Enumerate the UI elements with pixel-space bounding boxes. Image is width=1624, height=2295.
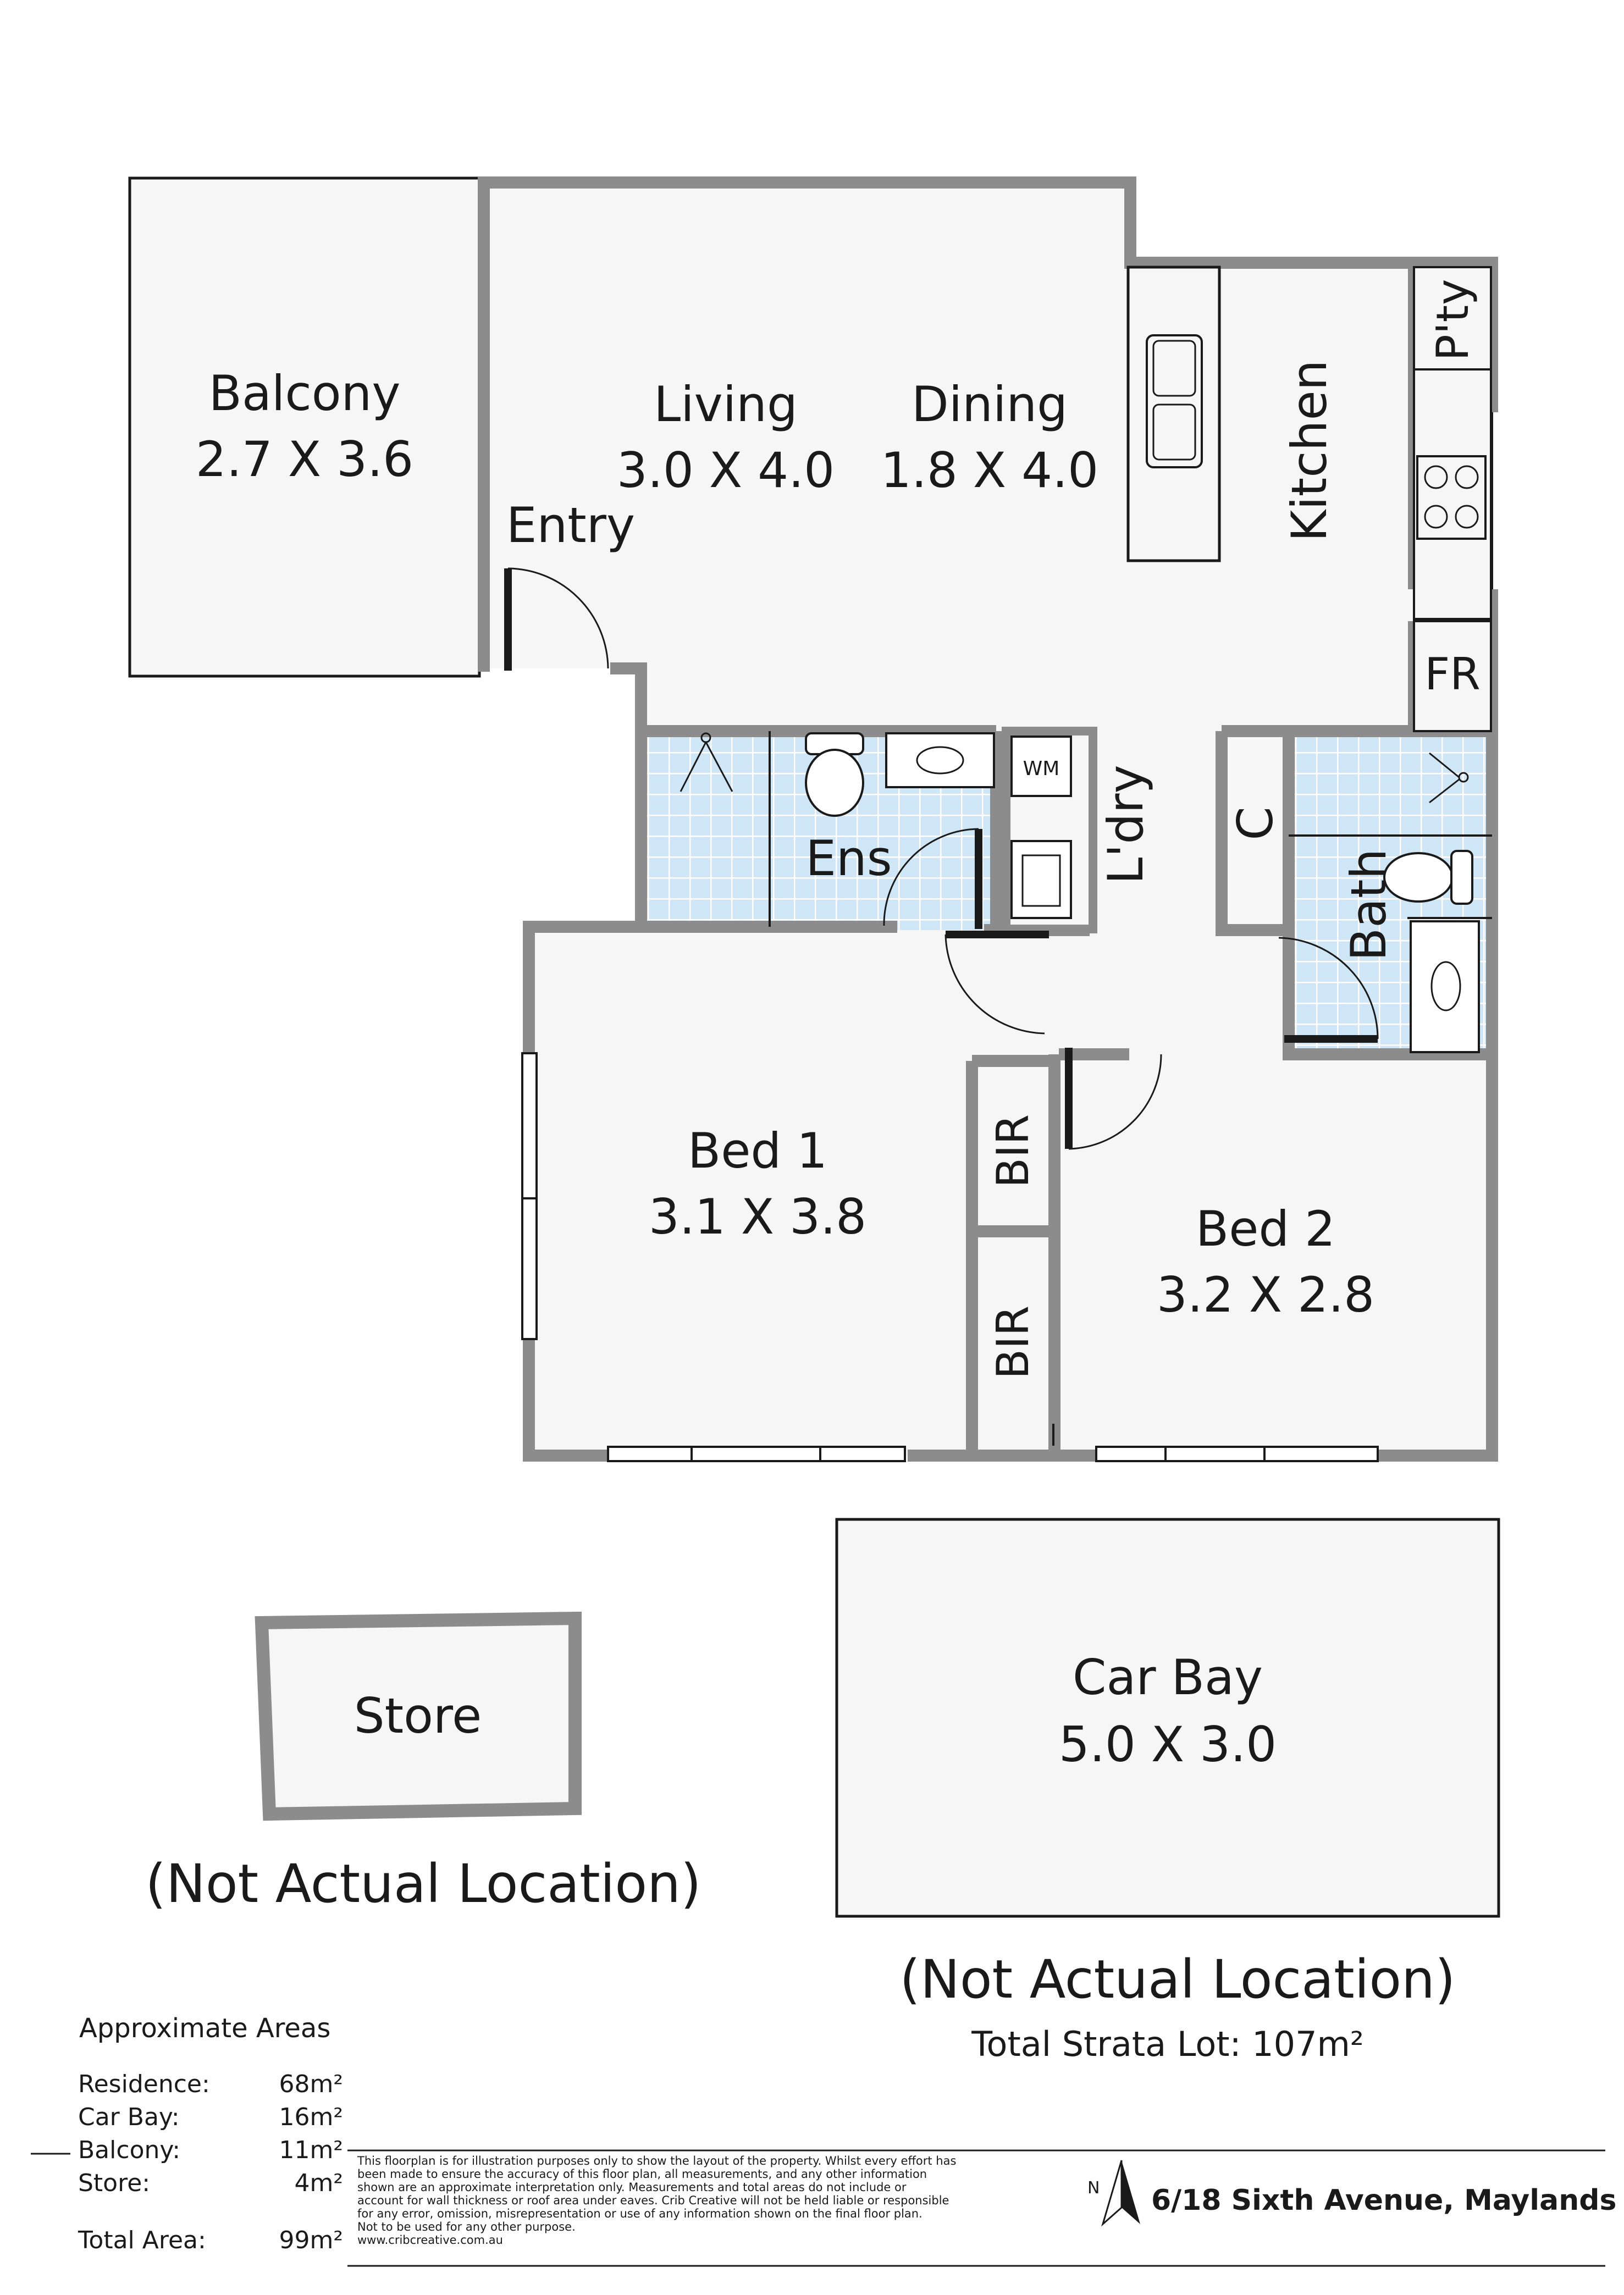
sink-icon bbox=[1146, 334, 1203, 468]
bath-toilet-icon bbox=[1383, 850, 1473, 905]
bir-lower-name: BIR bbox=[987, 1306, 1039, 1379]
pantry-box bbox=[1413, 266, 1492, 370]
area-row-value: 4m² bbox=[295, 2169, 344, 2197]
shower-icon bbox=[680, 732, 733, 792]
cupboard-name: C bbox=[1227, 806, 1284, 840]
pantry-name: P'ty bbox=[1427, 279, 1478, 361]
area-row-label: Residence: bbox=[78, 2070, 210, 2098]
property-address: 6/18 Sixth Avenue, Maylands bbox=[1151, 2184, 1616, 2217]
store-name: Store bbox=[354, 1688, 482, 1744]
cooktop-icon bbox=[1416, 455, 1487, 540]
area-row-label: Balcony: bbox=[78, 2136, 180, 2164]
bath-vanity-icon bbox=[1410, 920, 1480, 1053]
laundry-tub-basin bbox=[1021, 854, 1061, 907]
car-bay-name: Car Bay bbox=[1073, 1649, 1263, 1706]
areas-table: Residence: 68m² Car Bay: 16m² Balcony: 1… bbox=[78, 2070, 343, 2254]
kitchen-name: Kitchen bbox=[1281, 360, 1338, 542]
disclaimer-line: account for wall thickness or roof area … bbox=[357, 2194, 949, 2207]
area-row-value: 16m² bbox=[279, 2103, 344, 2131]
disclaimer-line: shown are an approximate interpretation … bbox=[357, 2181, 907, 2194]
windows bbox=[521, 1052, 1379, 1462]
north-arrow-icon: N bbox=[1087, 2160, 1140, 2227]
area-row-label: Car Bay: bbox=[78, 2103, 180, 2131]
disclaimer-line: This floorplan is for illustration purpo… bbox=[357, 2154, 956, 2167]
living-name: Living bbox=[654, 376, 798, 433]
living-dims: 3.0 X 4.0 bbox=[617, 442, 835, 499]
washing-machine-box bbox=[1010, 735, 1072, 797]
bath-basin-icon bbox=[1430, 961, 1461, 1011]
bed1-dims: 3.1 X 3.8 bbox=[649, 1188, 866, 1245]
total-strata: Total Strata Lot: 107m² bbox=[971, 2024, 1364, 2064]
disclaimer-line: been made to ensure the accuracy of this… bbox=[357, 2167, 927, 2181]
bath-shower-icon bbox=[1429, 752, 1469, 804]
doors bbox=[504, 567, 1379, 1150]
laundry-name: L'dry bbox=[1097, 765, 1154, 884]
area-row-value: 11m² bbox=[279, 2136, 344, 2164]
balcony-dims: 2.7 X 3.6 bbox=[196, 431, 413, 488]
kitchen-bench bbox=[1126, 266, 1221, 562]
sink-bowl-2 bbox=[1152, 403, 1196, 461]
dining-name: Dining bbox=[912, 376, 1068, 433]
bir-upper-name: BIR bbox=[987, 1114, 1039, 1188]
area-total-value: 99m² bbox=[279, 2226, 344, 2254]
car-bay-outline bbox=[835, 1518, 1500, 1918]
car-bay-dims: 5.0 X 3.0 bbox=[1059, 1716, 1277, 1773]
vanity-icon bbox=[885, 732, 995, 788]
sink-bowl-1 bbox=[1152, 340, 1196, 397]
disclaimer-line: www.cribcreative.com.au bbox=[357, 2233, 503, 2247]
balcony-name: Balcony bbox=[209, 365, 401, 422]
compass-letter: N bbox=[1087, 2178, 1100, 2198]
cooktop-burners bbox=[1424, 465, 1479, 529]
store-location-note: (Not Actual Location) bbox=[146, 1853, 701, 1915]
basin-icon bbox=[916, 746, 964, 775]
disclaimer-line: Not to be used for any other purpose. bbox=[357, 2220, 576, 2233]
car-bay-location-note: (Not Actual Location) bbox=[900, 1949, 1456, 2010]
ensuite-name: Ens bbox=[805, 830, 892, 887]
area-row-value: 68m² bbox=[279, 2070, 344, 2098]
bed1-name: Bed 1 bbox=[688, 1122, 827, 1179]
bed2-dims: 3.2 X 2.8 bbox=[1157, 1267, 1374, 1323]
bath-name: Bath bbox=[1340, 849, 1397, 961]
disclaimer: This floorplan is for illustration purpo… bbox=[357, 2154, 956, 2247]
fridge-name: FR bbox=[1424, 649, 1481, 700]
store-outline bbox=[255, 1611, 582, 1821]
laundry-tub-icon bbox=[1010, 840, 1072, 919]
areas-title: Approximate Areas bbox=[79, 2013, 330, 2044]
balcony-area bbox=[128, 176, 481, 678]
disclaimer-line: for any error, omission, misrepresentati… bbox=[357, 2207, 923, 2220]
bed2-name: Bed 2 bbox=[1196, 1201, 1335, 1257]
fridge-box bbox=[1413, 620, 1492, 732]
toilet-icon bbox=[805, 732, 864, 817]
dining-dims: 1.8 X 4.0 bbox=[881, 442, 1098, 499]
area-total-label: Total Area: bbox=[78, 2226, 206, 2254]
entry-name: Entry bbox=[506, 497, 635, 554]
area-row-label: Store: bbox=[78, 2169, 150, 2197]
washing-machine-name: WM bbox=[1023, 757, 1060, 780]
